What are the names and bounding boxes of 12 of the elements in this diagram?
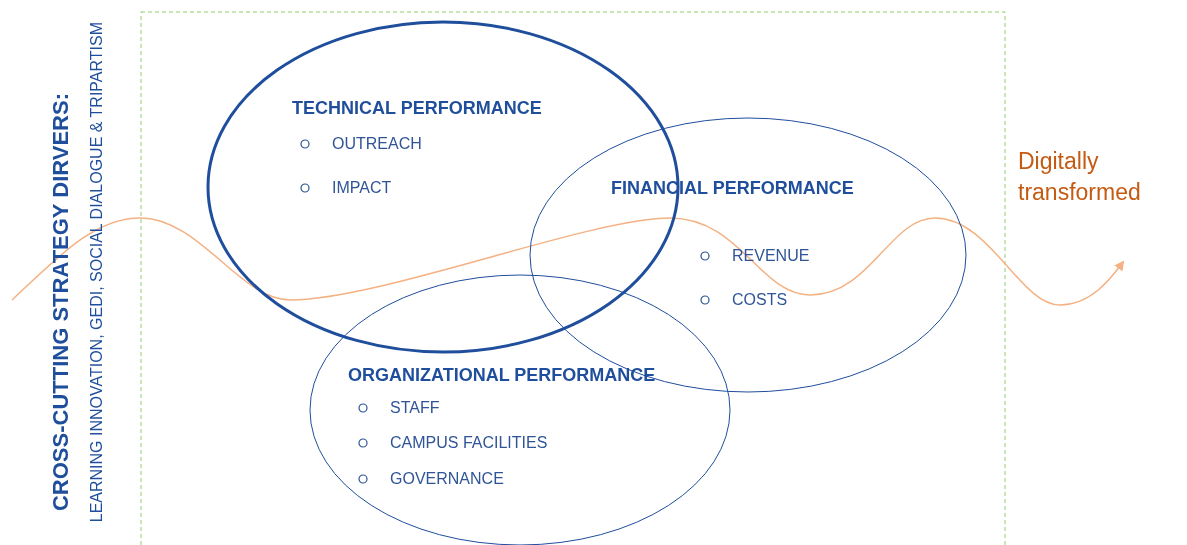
list-item: GOVERNANCE xyxy=(390,470,504,488)
list-item: OUTREACH xyxy=(332,135,422,153)
list-item: STAFF xyxy=(390,399,440,417)
list-item: COSTS xyxy=(732,291,788,309)
wavy-arrow xyxy=(11,217,1125,306)
outcome-text: Digitally transformed xyxy=(1018,147,1142,207)
ellipse-heading: ORGANIZATIONAL PERFORMANCE xyxy=(348,365,656,386)
vertical-heading: CROSS-CUTTING STRATEGY DIRVERS: xyxy=(48,93,74,512)
vertical-subtitle: LEARNING INNOVATION, GEDI, SOCIAL DIALOGUE & TRIPARTISM xyxy=(88,22,106,523)
list-item: CAMPUS FACILITIES xyxy=(390,434,548,452)
ellipse-heading: TECHNICAL PERFORMANCE xyxy=(292,98,542,119)
list-item: IMPACT xyxy=(332,179,392,197)
